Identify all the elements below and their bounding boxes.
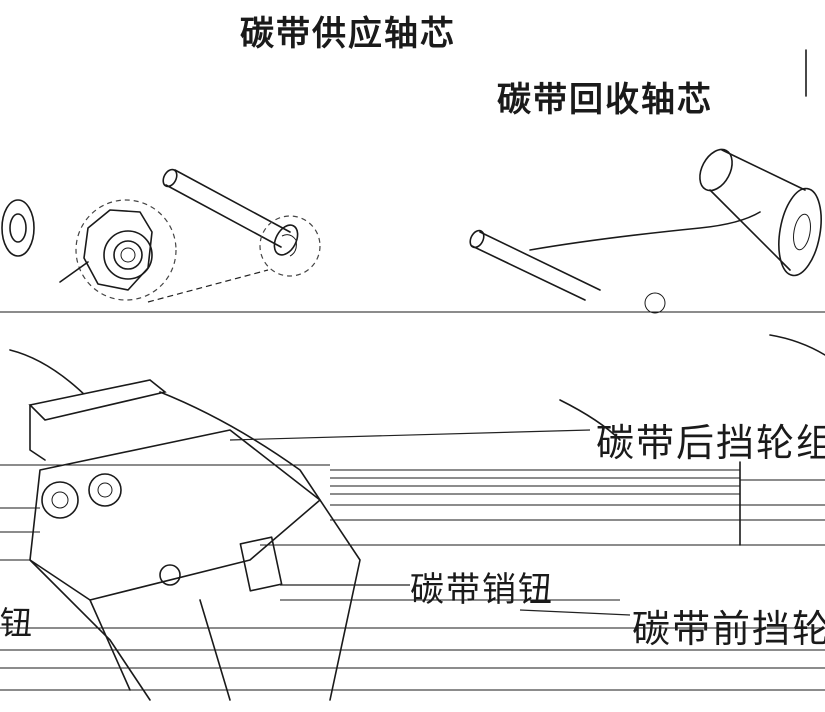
label-ribbon-pin: 碳带销钮 xyxy=(410,570,554,610)
leader-rear-guide xyxy=(229,429,591,441)
hatch-lines xyxy=(0,399,825,691)
leader-front-guide xyxy=(519,609,631,616)
label-rear-guide: 碳带后挡轮组 xyxy=(596,421,825,465)
label-takeup-core: 碳带回收轴芯 xyxy=(497,80,713,120)
label-supply-core: 碳带供应轴芯 xyxy=(240,14,456,54)
label-front-guide: 碳带前挡轮 xyxy=(632,607,825,651)
supply-hub xyxy=(59,199,177,301)
label-left-fragment: 钮 xyxy=(0,604,35,642)
takeup-core-shape xyxy=(469,49,822,314)
left-partial-roller xyxy=(1,199,35,257)
supply-core-shape xyxy=(147,168,321,303)
